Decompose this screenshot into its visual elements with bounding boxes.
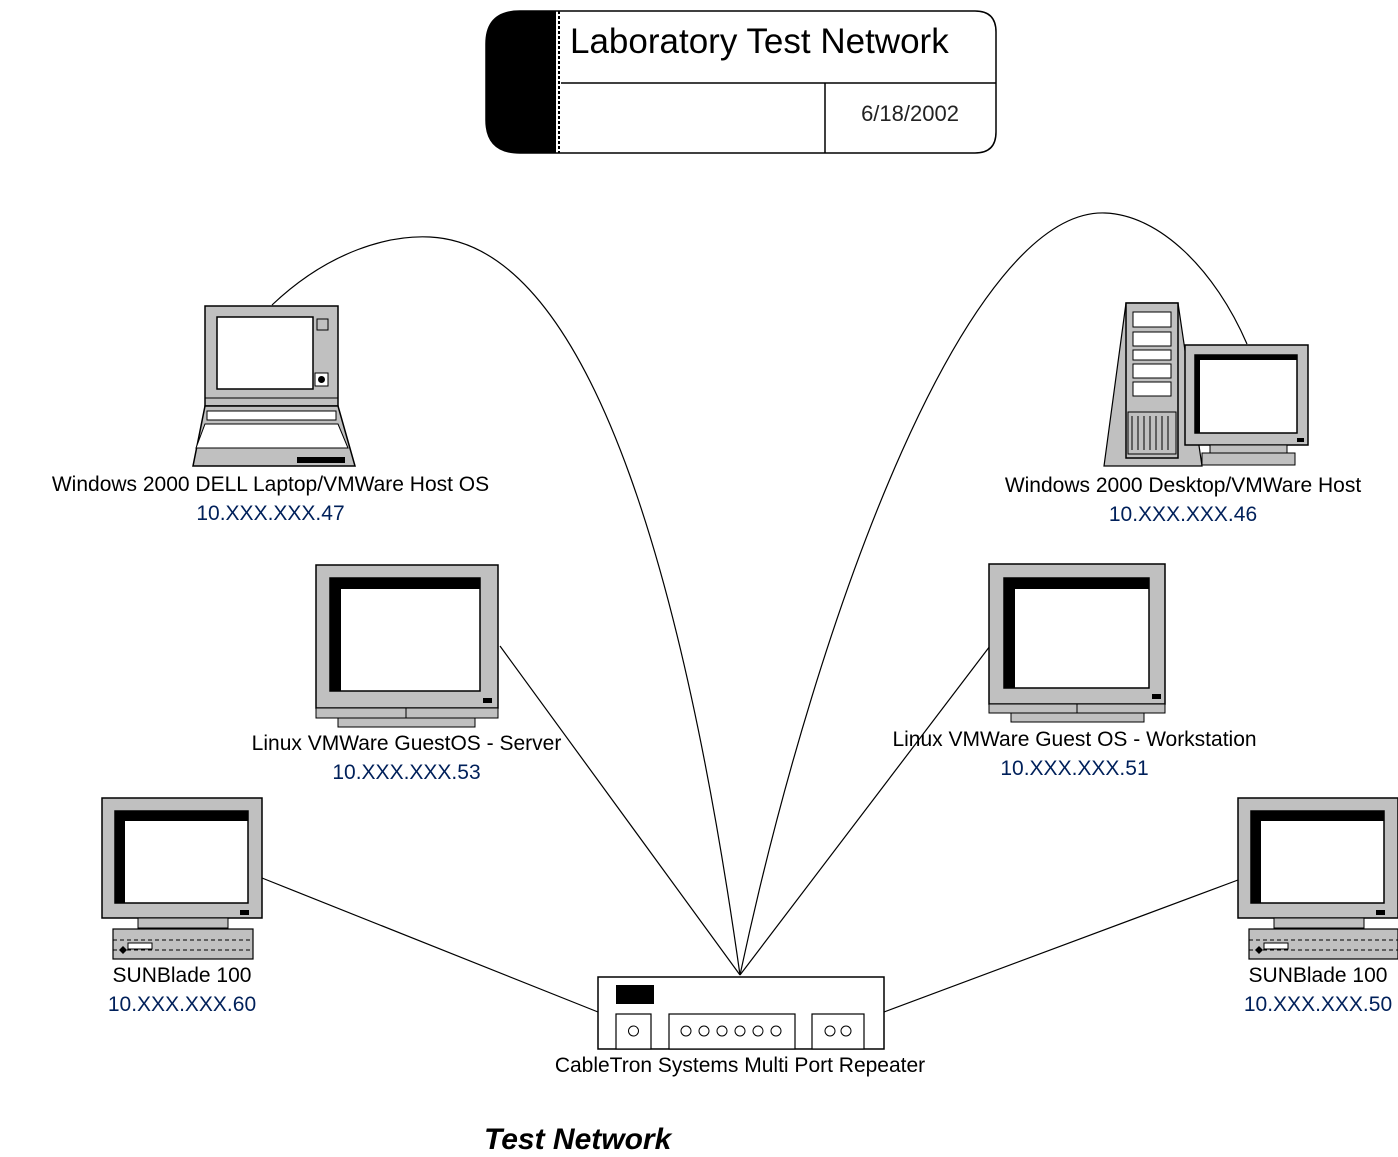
node-ip: 10.XXX.XXX.60 — [107, 993, 257, 1016]
cables — [261, 212, 1248, 1013]
diagram-caption: Test Network — [484, 1123, 672, 1156]
node-label-sunblade-left: SUNBlade 100 10.XXX.XXX.60 — [92, 961, 272, 1019]
node-ip: 10.XXX.XXX.51 — [1000, 757, 1149, 780]
linux-server-monitor-icon — [315, 564, 499, 728]
node-label-linux-server: Linux VMWare GuestOS - Server 10.XXX.XXX… — [214, 729, 599, 787]
node-label-repeater: CableTron Systems Multi Port Repeater — [510, 1051, 970, 1080]
desktop-icon — [1103, 302, 1309, 467]
repeater-icon — [597, 976, 885, 1050]
node-name: CableTron Systems Multi Port Repeater — [554, 1054, 926, 1077]
cable-linux-server — [499, 645, 741, 976]
node-name: SUNBlade 100 — [1248, 964, 1388, 987]
node-ip: 10.XXX.XXX.50 — [1243, 993, 1393, 1016]
cable-linux-workstation — [739, 645, 991, 976]
cable-laptop — [271, 236, 741, 976]
node-ip: 10.XXX.XXX.53 — [332, 761, 481, 784]
node-label-linux-workstation: Linux VMWare Guest OS - Workstation 10.X… — [852, 725, 1297, 783]
node-name: Windows 2000 Desktop/VMWare Host — [1004, 474, 1362, 497]
sunblade-left-icon — [101, 797, 263, 960]
node-ip: 10.XXX.XXX.47 — [196, 502, 345, 525]
node-name: Linux VMWare Guest OS - Workstation — [892, 728, 1257, 751]
node-label-desktop: Windows 2000 Desktop/VMWare Host 10.XXX.… — [968, 471, 1398, 529]
node-label-sunblade-right: SUNBlade 100 10.XXX.XXX.50 — [1228, 961, 1398, 1019]
node-name: SUNBlade 100 — [112, 964, 252, 987]
sunblade-right-icon — [1237, 797, 1398, 960]
title-block — [485, 10, 997, 154]
linux-workstation-monitor-icon — [988, 563, 1166, 723]
cable-desktop — [739, 212, 1248, 976]
laptop-icon — [192, 305, 356, 467]
cable-sunblade-left — [261, 877, 599, 1013]
node-ip: 10.XXX.XXX.46 — [1108, 503, 1258, 526]
node-name: Windows 2000 DELL Laptop/VMWare Host OS — [51, 473, 490, 496]
cable-sunblade-right — [883, 879, 1239, 1013]
node-name: Linux VMWare GuestOS - Server — [251, 732, 562, 755]
diagram-date: 6/18/2002 — [861, 101, 959, 126]
diagram-title: Laboratory Test Network — [570, 22, 949, 61]
node-label-laptop: Windows 2000 DELL Laptop/VMWare Host OS … — [8, 470, 533, 528]
